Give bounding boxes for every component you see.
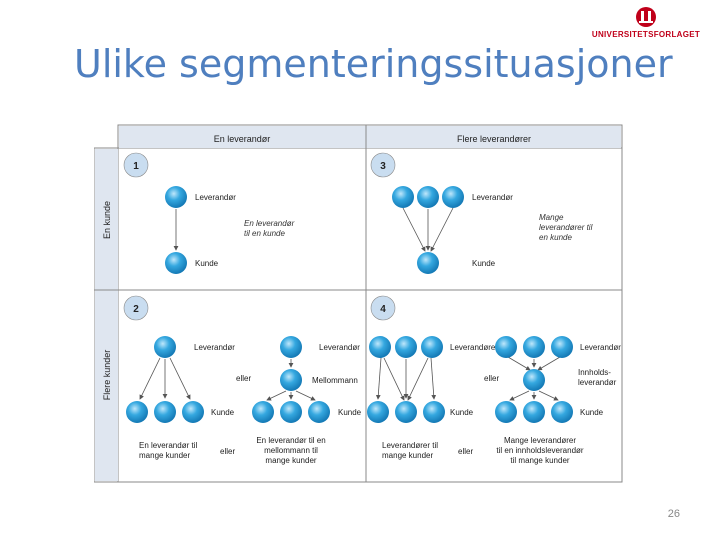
- q3-caption-line3: en kunde: [539, 233, 572, 242]
- quadrant-number-2: 2: [123, 295, 149, 321]
- supplier-node: [421, 336, 443, 358]
- customer-node: [126, 401, 148, 423]
- supplier-node: [523, 336, 545, 358]
- supplier-label: Leverandør: [194, 343, 235, 352]
- quadrant-2-intermediary: Leverandør Mellommann Kunde En leverandø…: [252, 336, 362, 465]
- customer-node: [367, 401, 389, 423]
- customer-label: Kunde: [472, 259, 496, 268]
- q4b-caption-line2: til en innholdsleverandør: [496, 446, 583, 455]
- customer-node: [154, 401, 176, 423]
- supplier-label: Leverandør: [472, 193, 513, 202]
- q1-caption-line1: En leverandør: [244, 219, 295, 228]
- or-label: eller: [220, 447, 235, 456]
- or-label: eller: [236, 374, 251, 383]
- quadrant-1: Leverandør Kunde En leverandør til en ku…: [165, 186, 295, 274]
- supplier-node: [392, 186, 414, 208]
- supplier-label: Leverandør: [195, 193, 236, 202]
- q4b-caption-line3: til mange kunder: [510, 456, 569, 465]
- customer-node: [165, 252, 187, 274]
- page-title: Ulike segmenteringssituasjoner: [74, 42, 673, 86]
- supplier-node: [495, 336, 517, 358]
- q3-caption-line1: Mange: [539, 213, 564, 222]
- customer-node: [280, 401, 302, 423]
- row-header-one-customer: En kunde: [102, 201, 112, 239]
- customer-label: Kunde: [338, 408, 362, 417]
- column-header-one-supplier: En leverandør: [214, 134, 271, 144]
- or-label: eller: [484, 374, 499, 383]
- q4a-caption-line1: Leverandører til: [382, 441, 438, 450]
- intermediary-node: [280, 369, 302, 391]
- q4a-caption-line2: mange kunder: [382, 451, 433, 460]
- svg-text:3: 3: [380, 161, 386, 172]
- customer-node: [182, 401, 204, 423]
- q1-caption-line2: til en kunde: [244, 229, 285, 238]
- customer-node: [308, 401, 330, 423]
- content-provider-label-line2: leverandør: [578, 378, 617, 387]
- quadrant-3: Leverandør Kunde Mange leverandører til …: [392, 186, 593, 274]
- q2b-caption-line1: En leverandør til en: [256, 436, 325, 445]
- content-provider-node: [523, 369, 545, 391]
- customer-node: [551, 401, 573, 423]
- q2b-caption-line2: mellommann til: [264, 446, 318, 455]
- supplier-node: [551, 336, 573, 358]
- or-label: eller: [458, 447, 473, 456]
- intermediary-label: Mellommann: [312, 376, 358, 385]
- q2b-caption-line3: mange kunder: [265, 456, 316, 465]
- customer-node: [417, 252, 439, 274]
- supplier-label: Leverandør: [319, 343, 360, 352]
- customer-label: Kunde: [195, 259, 219, 268]
- customer-label: Kunde: [450, 408, 474, 417]
- customer-node: [495, 401, 517, 423]
- supplier-label: Leverandører: [450, 343, 498, 352]
- supplier-node: [154, 336, 176, 358]
- q2a-caption-line2: mange kunder: [139, 451, 190, 460]
- supplier-node: [395, 336, 417, 358]
- quadrant-number-3: 3: [370, 152, 396, 178]
- supplier-node: [280, 336, 302, 358]
- quadrant-number-4: 4: [370, 295, 396, 321]
- customer-label: Kunde: [211, 408, 235, 417]
- supplier-node: [442, 186, 464, 208]
- column-frame: [117, 124, 623, 483]
- supplier-node: [369, 336, 391, 358]
- quadrant-4-direct: Leverandører Kunde Leverandører til mang…: [367, 336, 498, 460]
- customer-label: Kunde: [580, 408, 604, 417]
- quadrant-4-content-provider: Leverandør Innholds- leverandør Kunde Ma…: [495, 336, 621, 465]
- column-header-many-suppliers: Flere leverandører: [457, 134, 531, 144]
- row-header-band: [95, 149, 118, 481]
- svg-text:1: 1: [133, 161, 139, 172]
- column-header-band: [119, 126, 621, 148]
- customer-node: [252, 401, 274, 423]
- supplier-label: Leverandør: [580, 343, 621, 352]
- customer-node: [395, 401, 417, 423]
- customer-node: [423, 401, 445, 423]
- supplier-node: [417, 186, 439, 208]
- q2a-caption-line1: En leverandør til: [139, 441, 197, 450]
- supplier-node: [165, 186, 187, 208]
- q3-caption-line2: leverandører til: [539, 223, 593, 232]
- logo: UNIVERSITETSFORLAGET: [580, 6, 712, 46]
- row-header-many-customers: Flere kunder: [102, 350, 112, 401]
- logo-text: UNIVERSITETSFORLAGET: [591, 30, 701, 39]
- logo-emblem-icon: [636, 7, 656, 27]
- q4b-caption-line1: Mange leverandører: [504, 436, 576, 445]
- page-number: 26: [667, 508, 680, 520]
- content-provider-label-line1: Innholds-: [578, 368, 611, 377]
- customer-node: [523, 401, 545, 423]
- segmentation-diagram: En leverandør Flere leverandører En kund…: [93, 123, 626, 490]
- svg-text:2: 2: [133, 304, 139, 315]
- svg-text:4: 4: [380, 304, 386, 315]
- quadrant-number-1: 1: [123, 152, 149, 178]
- quadrant-2-direct: Leverandør Kunde En leverandør til mange…: [126, 336, 235, 460]
